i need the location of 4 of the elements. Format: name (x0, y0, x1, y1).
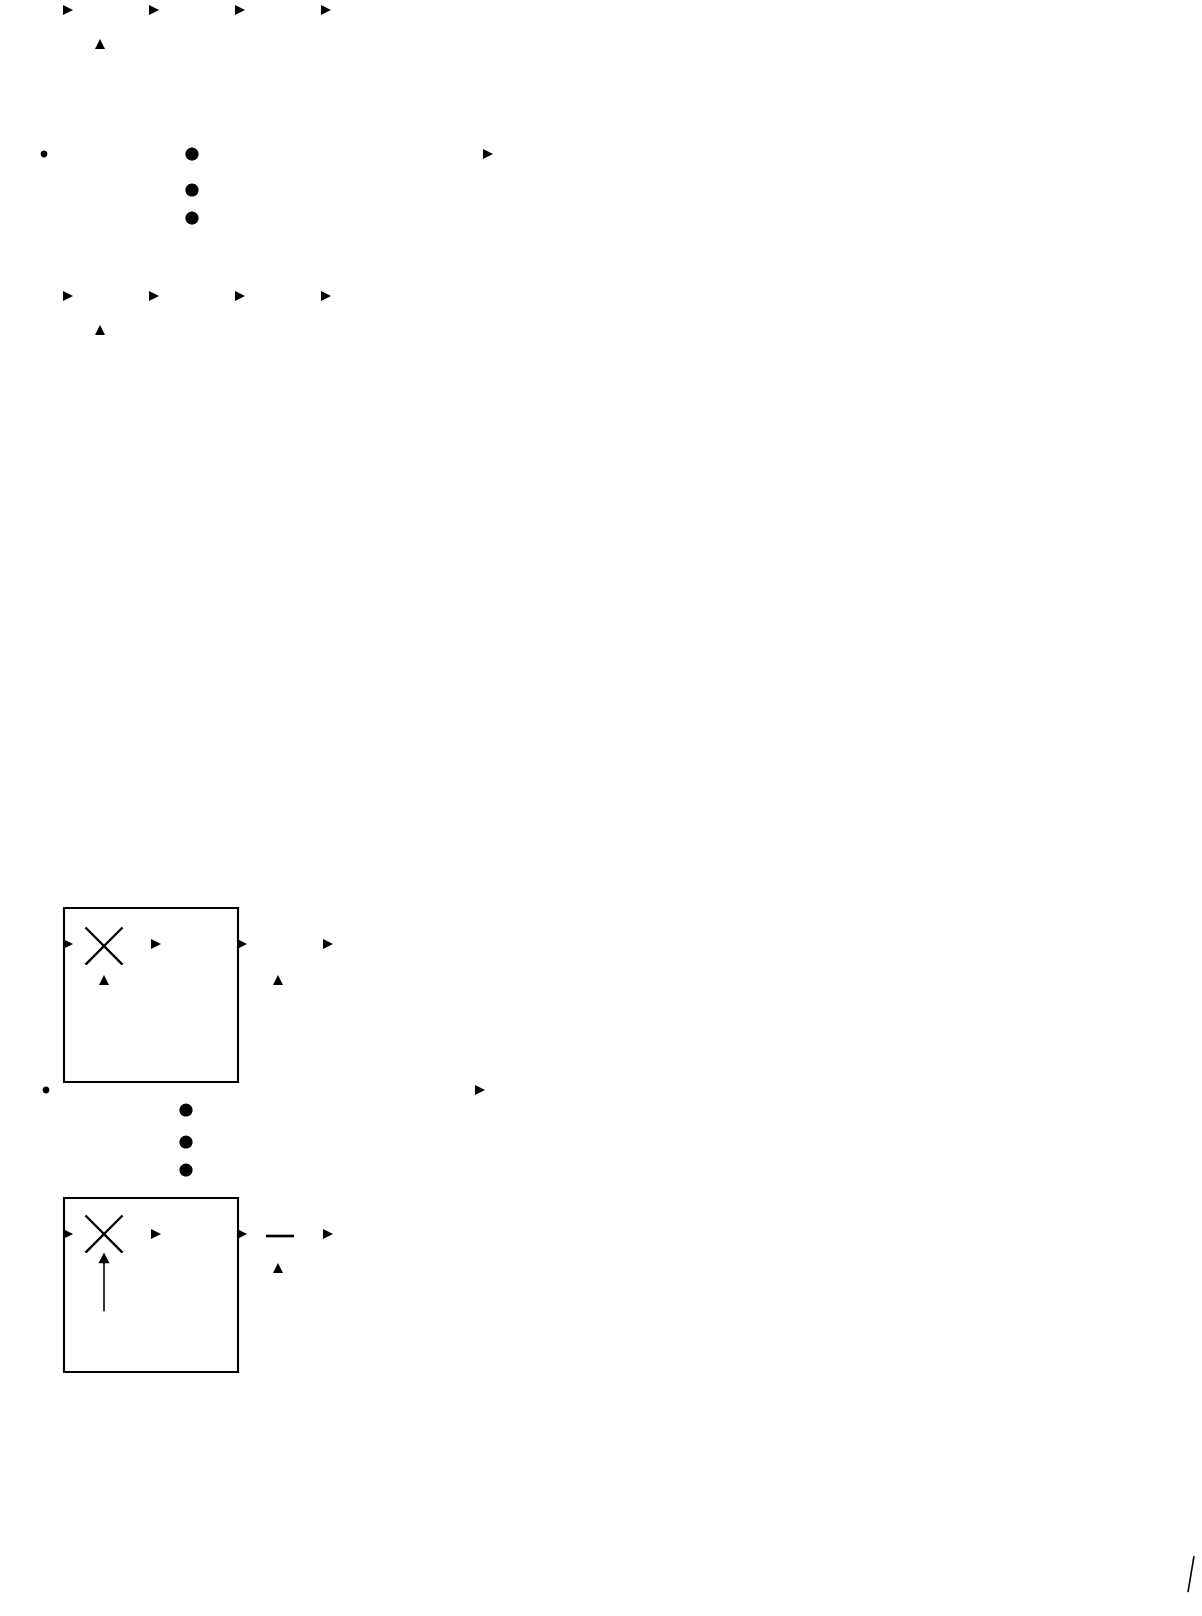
block-box (62, 906, 240, 1084)
cross-symbol (84, 926, 124, 966)
block-box (62, 1196, 240, 1374)
cross-symbol (84, 1214, 124, 1254)
